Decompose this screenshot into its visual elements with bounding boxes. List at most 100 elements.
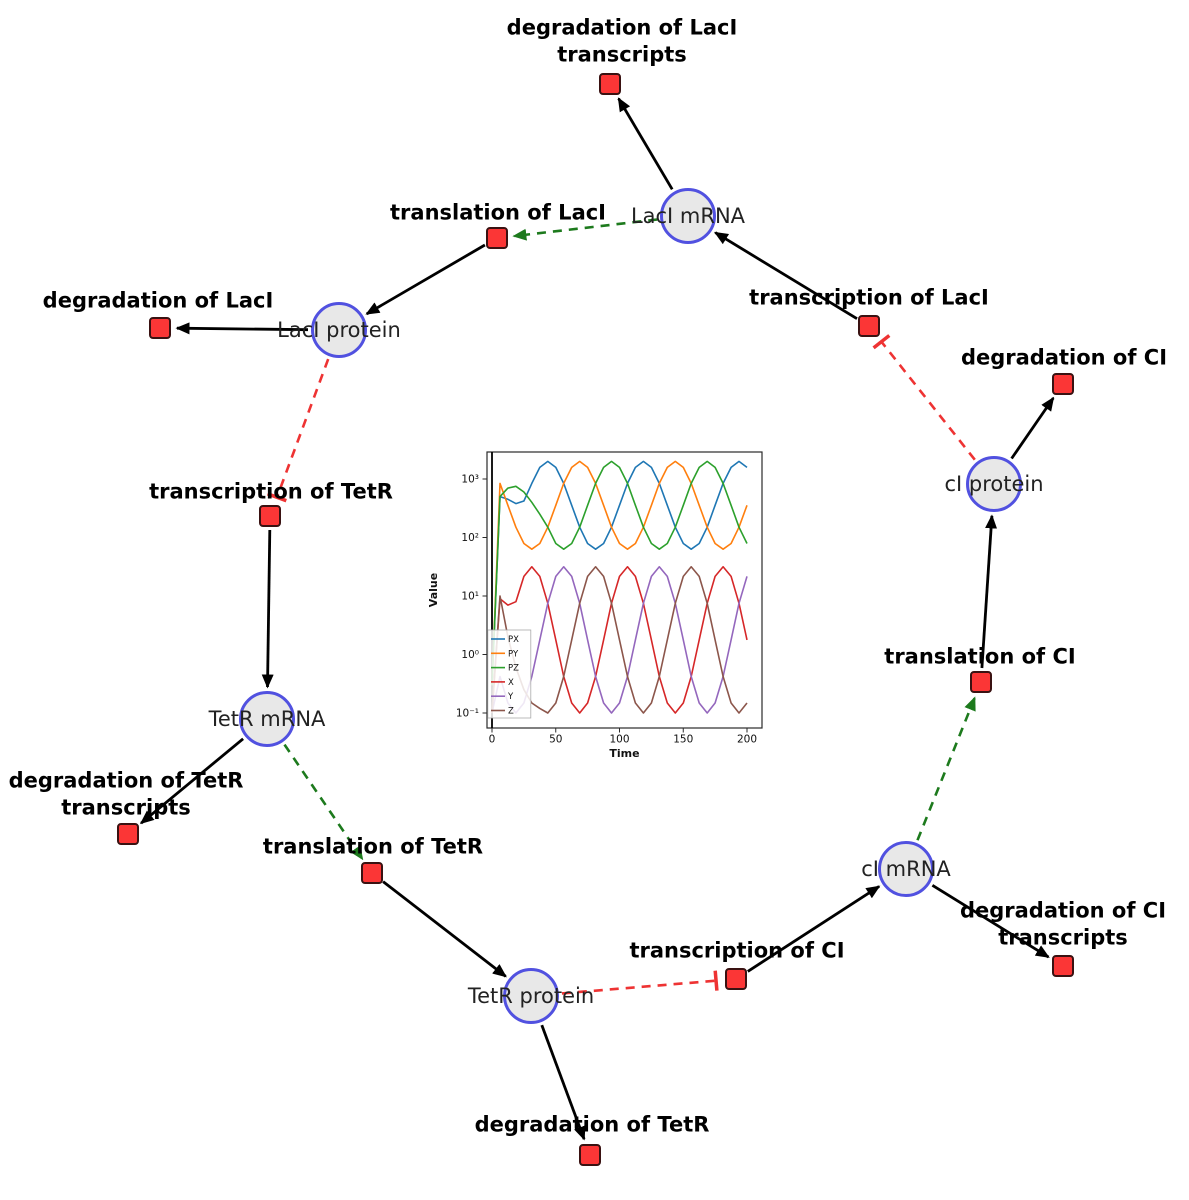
series-line-PY [491, 460, 748, 686]
reaction-degradation-of-ci [1052, 373, 1074, 395]
edge-production-translation-of-laci-to-laci-protein [365, 243, 486, 316]
reaction-translation-of-ci [970, 671, 992, 693]
edge-consumption-laci-mrna-to-degradation-of-laci-transcripts [617, 97, 674, 191]
reaction-label-line: degradation of TetR [474, 1112, 710, 1137]
reaction-label-transcription-of-laci: transcription of LacI [749, 284, 989, 311]
reaction-label-line: transcription of LacI [749, 285, 989, 310]
reaction-label-line: degradation of LacI [506, 15, 738, 40]
series-line-Z [491, 566, 748, 714]
edge-production-transcription-of-laci-to-laci-mrna [714, 231, 858, 320]
species-label-ci-protein: cI protein [944, 472, 1044, 496]
edge-consumption-tetr-mrna-to-degradation-of-tetr-transcripts [139, 737, 244, 825]
inhibition-tbar-transcription-of-tetr [266, 492, 287, 503]
edge-modifier-tetr-mrna-to-translation-of-tetr [283, 743, 364, 861]
species-laci-protein [311, 302, 367, 358]
legend-label-PZ: PZ [508, 664, 519, 674]
edge-inhibition-tetr-protein-to-transcription-of-ci [561, 979, 717, 995]
x-tick-label: 100 [609, 734, 629, 746]
reaction-label-line: transcripts [998, 926, 1128, 950]
edge-production-transcription-of-ci-to-ci-mrna [747, 885, 881, 973]
reaction-label-translation-of-laci: translation of LacI [390, 199, 606, 226]
species-tetr-protein [503, 968, 559, 1024]
species-label-laci-mrna: LacI mRNA [630, 204, 746, 228]
legend-label-PX: PX [508, 635, 519, 645]
reaction-translation-of-tetr [361, 862, 383, 884]
edge-modifier-laci-mrna-to-translation-of-laci [512, 218, 658, 241]
reaction-label-line: degradation of CI [959, 898, 1167, 923]
inhibition-tbar-transcription-of-ci [713, 970, 719, 991]
legend-box [487, 629, 532, 719]
series-line-PX [491, 460, 748, 686]
reaction-degradation-of-tetr [579, 1144, 601, 1166]
reaction-degradation-of-tetr-transcripts [117, 823, 139, 845]
y-tick-label: 10⁰ [461, 649, 479, 661]
reaction-label-transcription-of-ci: transcription of CI [629, 937, 844, 964]
reaction-transcription-of-laci [858, 315, 880, 337]
x-tick-label: 200 [737, 734, 757, 746]
x-tick-label: 0 [489, 734, 496, 746]
reaction-label-line: translation of LacI [390, 200, 606, 225]
reaction-transcription-of-tetr [259, 505, 281, 527]
reaction-label-transcription-of-tetr: transcription of TetR [149, 478, 393, 505]
species-label-laci-protein: LacI protein [277, 318, 401, 342]
species-label-tetr-protein: TetR protein [467, 984, 595, 1008]
reaction-label-line: translation of CI [884, 644, 1076, 669]
reaction-label-degradation-of-ci-transcripts: degradation of CI transcripts [960, 898, 1166, 953]
reaction-label-line: degradation of LacI [42, 288, 274, 313]
reaction-label-translation-of-ci: translation of CI [884, 643, 1075, 670]
edge-production-translation-of-tetr-to-tetr-protein [382, 880, 507, 978]
reaction-degradation-of-laci [149, 317, 171, 339]
reaction-label-line: transcription of TetR [149, 479, 393, 504]
reaction-degradation-of-ci-transcripts [1052, 955, 1074, 977]
y-axis-label: Value [427, 573, 440, 607]
legend-label-X: X [508, 678, 514, 688]
series-line-X [491, 566, 748, 714]
y-tick-label: 10⁻¹ [456, 708, 479, 720]
reaction-degradation-of-laci-transcripts [599, 73, 621, 95]
reaction-label-degradation-of-tetr-transcripts: degradation of TetR transcripts [9, 768, 244, 823]
chart-frame [486, 451, 763, 729]
reaction-label-translation-of-tetr: translation of TetR [263, 833, 483, 860]
reaction-label-line: degradation of CI [960, 345, 1168, 370]
reaction-label-line: transcription of CI [629, 938, 845, 963]
reaction-label-line: translation of TetR [262, 834, 484, 859]
reaction-label-line: transcripts [61, 796, 191, 820]
species-label-ci-mrna: cI mRNA [861, 857, 951, 881]
x-tick-label: 50 [549, 734, 562, 746]
legend-label-Z: Z [508, 707, 514, 717]
reaction-label-line: transcripts [557, 43, 687, 67]
legend-label-PY: PY [508, 649, 519, 659]
series-line-PZ [491, 460, 748, 686]
species-ci-protein [966, 456, 1022, 512]
reaction-label-line: degradation of TetR [8, 768, 244, 793]
inhibition-tbar-transcription-of-laci [872, 334, 891, 350]
edge-production-translation-of-ci-to-ci-protein [980, 514, 998, 669]
species-ci-mrna [878, 841, 934, 897]
series-line-Y [491, 566, 748, 714]
reaction-label-degradation-of-laci-transcripts: degradation of LacI transcripts [507, 15, 738, 70]
edge-consumption-ci-mrna-to-degradation-of-ci-transcripts [931, 884, 1050, 959]
reaction-label-degradation-of-ci: degradation of CI [961, 344, 1167, 371]
y-tick-label: 10³ [461, 474, 479, 486]
y-tick-label: 10² [461, 532, 479, 544]
edge-consumption-laci-protein-to-degradation-of-laci [175, 322, 309, 335]
reaction-label-degradation-of-tetr: degradation of TetR [475, 1111, 710, 1138]
legend-label-Y: Y [507, 692, 514, 702]
edge-consumption-ci-protein-to-degradation-of-ci [1010, 396, 1055, 460]
species-laci-mrna [660, 188, 716, 244]
reaction-label-degradation-of-laci: degradation of LacI [43, 287, 274, 314]
reaction-translation-of-laci [486, 227, 508, 249]
species-tetr-mrna [239, 691, 295, 747]
reaction-transcription-of-ci [725, 968, 747, 990]
edge-inhibition-laci-protein-to-transcription-of-tetr [275, 358, 330, 498]
edge-production-transcription-of-tetr-to-tetr-mrna [261, 529, 274, 689]
species-label-tetr-mrna: TetR mRNA [208, 707, 326, 731]
edge-consumption-tetr-protein-to-degradation-of-tetr [540, 1024, 586, 1141]
x-axis-label: Time [609, 747, 639, 760]
x-tick-label: 150 [673, 734, 693, 746]
